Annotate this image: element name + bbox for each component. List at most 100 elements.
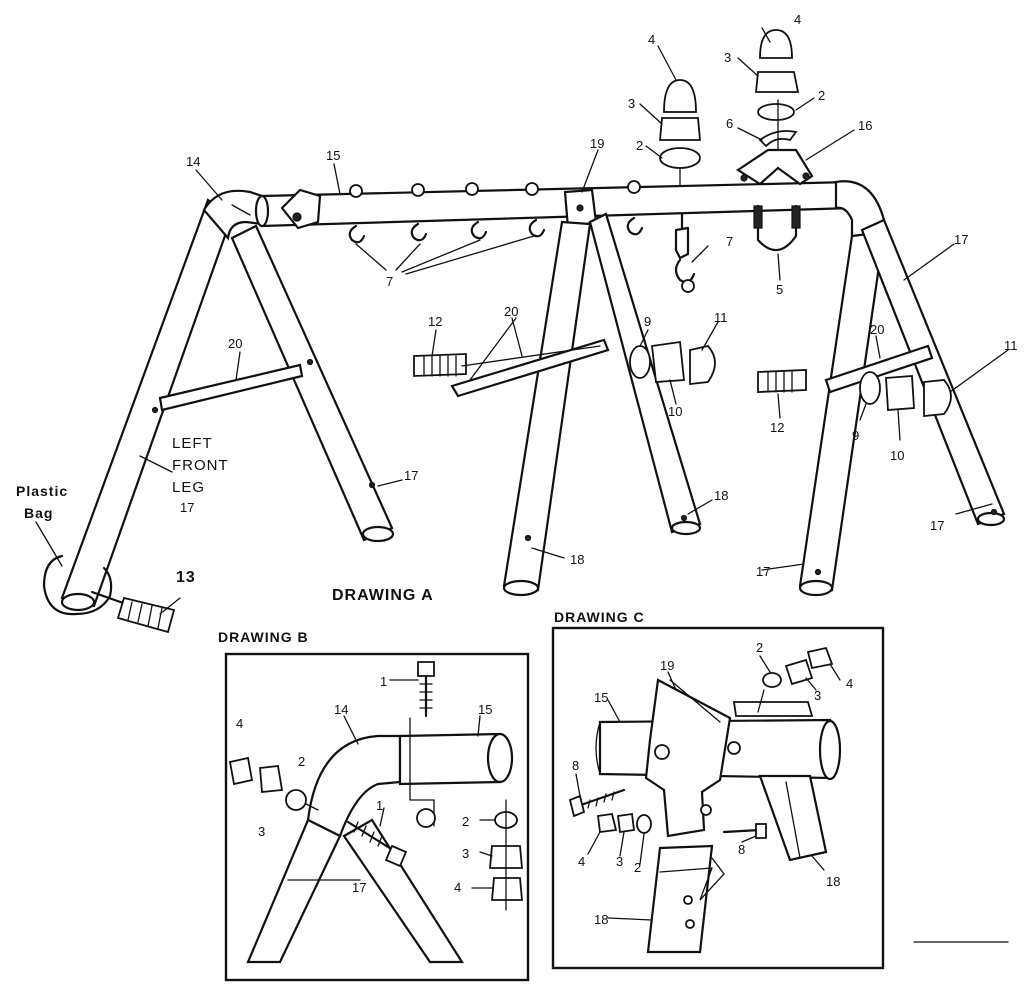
callout-18: 18 <box>570 552 584 567</box>
drawing-c: DRAWING C <box>551 609 885 970</box>
hanger-bracket <box>735 148 814 186</box>
c-callout-19: 19 <box>660 658 674 673</box>
callout-17: 17 <box>954 232 968 247</box>
b-callout-1: 1 <box>376 798 383 813</box>
b-callout-17: 17 <box>352 880 366 895</box>
callout-5: 5 <box>776 282 783 297</box>
callout-18: 18 <box>714 488 728 503</box>
c-callout-3: 3 <box>814 688 821 703</box>
left-front-leg-end <box>60 592 96 612</box>
cap-nut-11 <box>923 379 952 417</box>
callout-11: 11 <box>714 310 728 325</box>
b-callout-14: 14 <box>334 702 348 717</box>
callout-13: 13 <box>176 569 196 586</box>
b-callout-3: 3 <box>258 824 265 839</box>
left-front-leg-label-num: 17 <box>180 500 194 515</box>
b-callout-15: 15 <box>478 702 492 717</box>
drawing-b: DRAWING B <box>218 629 530 982</box>
c-callout-2: 2 <box>756 640 763 655</box>
right-rear-leg <box>860 218 1006 526</box>
c-callout-4: 4 <box>846 676 853 691</box>
plastic-bag-label-2: Bag <box>24 505 53 521</box>
top-bar-hardware <box>348 180 644 244</box>
callout-7: 7 <box>726 234 733 249</box>
drawing-a: 14 15 19 16 4 3 2 4 3 2 6 7 7 5 12 20 9 … <box>16 12 1018 634</box>
swing-hook <box>674 212 690 260</box>
callout-17: 17 <box>930 518 944 533</box>
u-bolt <box>756 204 798 252</box>
callout-4: 4 <box>648 32 655 47</box>
anchor-13 <box>116 596 176 634</box>
callout-10: 10 <box>668 404 682 419</box>
left-brace <box>158 363 304 412</box>
callout-7: 7 <box>386 274 393 289</box>
drawing-b-leg-right <box>342 818 464 964</box>
c-callout-8: 8 <box>738 842 745 857</box>
b-callout-1: 1 <box>380 674 387 689</box>
callout-12: 12 <box>428 314 442 329</box>
b-callout-3: 3 <box>462 846 469 861</box>
callout-20: 20 <box>504 304 518 319</box>
drawing-c-frame <box>551 626 885 970</box>
leg-hole <box>368 481 376 489</box>
center-front-leg <box>502 220 592 592</box>
nut-3 <box>659 117 701 141</box>
nut-3 <box>755 71 800 93</box>
callout-19: 19 <box>590 136 604 151</box>
callout-3: 3 <box>724 50 731 65</box>
left-front-leg-label-2: FRONT <box>172 457 229 474</box>
drawing-c-title: DRAWING C <box>554 609 645 625</box>
callout-9: 9 <box>644 314 651 329</box>
left-rear-leg <box>230 224 394 542</box>
brace-20 <box>450 338 610 398</box>
callout-15: 15 <box>326 148 340 163</box>
callout-14: 14 <box>186 154 200 169</box>
washer-9 <box>629 345 651 379</box>
left-front-leg-label-1: LEFT <box>172 435 213 452</box>
leader-lines <box>35 27 1009 615</box>
c-callout-18: 18 <box>594 912 608 927</box>
right-front-leg <box>798 230 886 592</box>
cap-nut-4 <box>759 29 793 59</box>
b-callout-2: 2 <box>462 814 469 829</box>
washer-2 <box>757 103 795 121</box>
c-callout-3: 3 <box>616 854 623 869</box>
plastic-bag-label-1: Plastic <box>16 483 68 499</box>
drawing-c-leg-18 <box>646 844 714 954</box>
cap-nut-4 <box>663 79 697 113</box>
callout-2: 2 <box>818 88 825 103</box>
bar-bracket <box>280 188 322 230</box>
plastic-bag <box>42 554 113 616</box>
c-callout-8: 8 <box>572 758 579 773</box>
left-front-leg-label-3: LEG <box>172 479 205 496</box>
drawing-c-joint-19 <box>644 678 732 838</box>
callout-11: 11 <box>1004 338 1018 353</box>
b-callout-4: 4 <box>236 716 243 731</box>
c-callout-18: 18 <box>826 874 840 889</box>
callout-16: 16 <box>858 118 872 133</box>
b-callout-4: 4 <box>454 880 461 895</box>
c-callout-15: 15 <box>594 690 608 705</box>
cap-nut-11 <box>689 345 716 386</box>
b-callout-2: 2 <box>298 754 305 769</box>
nut-10 <box>651 340 685 383</box>
leg-hole <box>306 358 314 366</box>
drawing-b-leg-left <box>246 818 342 964</box>
brace-20 <box>824 344 934 394</box>
callout-17: 17 <box>404 468 418 483</box>
callout-3: 3 <box>628 96 635 111</box>
washer-2 <box>659 147 701 169</box>
drawing-b-title: DRAWING B <box>218 629 309 645</box>
c-callout-2: 2 <box>634 860 641 875</box>
callout-6: 6 <box>726 116 733 131</box>
drawing-b-elbow <box>306 734 402 838</box>
left-front-leg <box>60 198 234 608</box>
drawing-a-title: DRAWING A <box>332 587 434 604</box>
leg-hole <box>151 406 159 414</box>
drawing-b-frame <box>224 652 530 982</box>
callout-12: 12 <box>770 420 784 435</box>
callout-20: 20 <box>228 336 242 351</box>
callout-9: 9 <box>852 428 859 443</box>
